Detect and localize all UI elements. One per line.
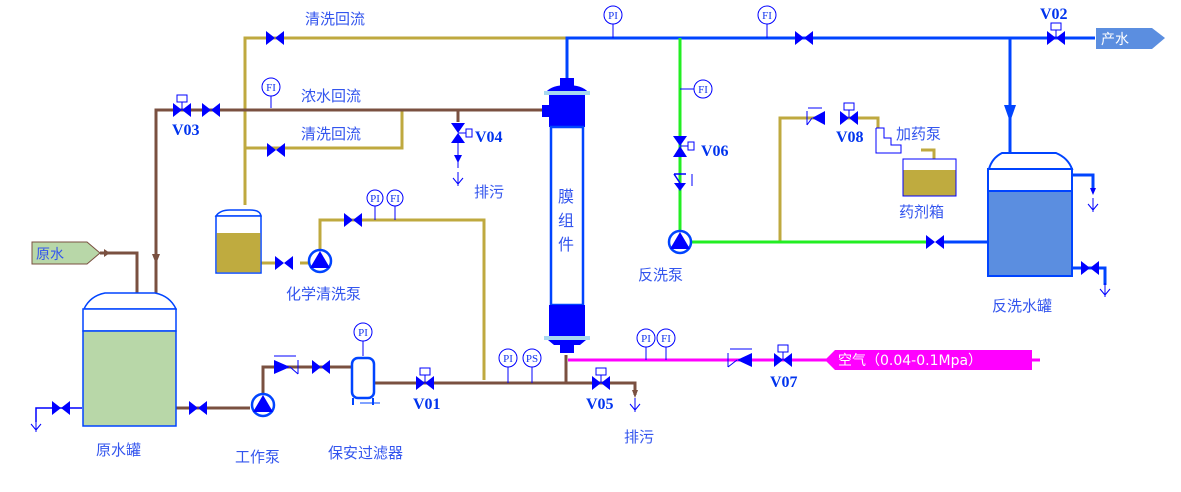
svg-text:FI: FI — [762, 10, 772, 22]
drain-icon — [452, 171, 464, 187]
raw-tank-label: 原水罐 — [96, 441, 141, 459]
drain-icon — [1087, 197, 1099, 213]
pi-gauge-air: PI — [636, 328, 656, 360]
pi-gauge-inlet: PI — [498, 348, 518, 383]
backwash-pump-icon[interactable] — [667, 229, 693, 255]
valve-v02[interactable] — [1046, 22, 1066, 46]
svg-text:PI: PI — [370, 193, 380, 205]
svg-text:FI: FI — [390, 193, 400, 205]
svg-text:原水: 原水 — [36, 247, 64, 263]
flow-arrow-icon — [632, 390, 638, 398]
fi-meter-product: FI — [757, 5, 777, 38]
valve-v04-label: V04 — [475, 129, 503, 146]
backwash-tank-label: 反洗水罐 — [992, 297, 1052, 315]
work-pump-icon[interactable] — [250, 392, 276, 418]
work-pump-label: 工作泵 — [235, 448, 280, 466]
air-inlet-tag: 空气（0.04-0.1Mpa） — [825, 350, 1032, 370]
valve-v06[interactable] — [673, 136, 695, 157]
ps-switch-inlet: PS — [522, 348, 542, 383]
chem-dosing-box — [902, 158, 957, 197]
backwash-pump-label: 反洗泵 — [638, 266, 683, 284]
fi-meter-backwash: FI — [680, 79, 713, 99]
product-water-outlet-tag: 产水 — [1096, 28, 1165, 49]
svg-text:PI: PI — [503, 353, 513, 365]
backwash-pipes — [678, 38, 930, 244]
svg-text:PI: PI — [641, 333, 651, 345]
valve-v07[interactable] — [773, 344, 793, 368]
valve-v03-secondary[interactable] — [202, 103, 220, 117]
dosing-check-valve-icon — [806, 107, 825, 126]
valve-v01[interactable] — [415, 367, 435, 391]
chem-clean-tank — [214, 209, 262, 274]
valve-v05[interactable] — [591, 367, 611, 391]
chem-line-valve[interactable] — [344, 213, 362, 227]
raw-water-inlet-tag: 原水 — [31, 241, 110, 265]
security-filter-label: 保安过滤器 — [328, 444, 403, 462]
fi-meter-concentrate: FI — [261, 77, 281, 108]
chem-clean-pump-icon[interactable] — [307, 248, 333, 274]
backwash-tank — [987, 152, 1074, 277]
pi-gauge-product: PI — [603, 5, 623, 38]
pi-gauge-filter: PI — [353, 322, 373, 356]
raw-water-tank — [82, 292, 178, 427]
flow-arrow-icon — [152, 254, 160, 264]
membrane-label-3: 件 — [558, 235, 574, 254]
svg-text:PI: PI — [608, 10, 618, 22]
valve-v06-label: V06 — [701, 143, 729, 160]
svg-text:FI: FI — [661, 333, 671, 345]
valve-v04[interactable] — [451, 123, 473, 143]
flow-arrow-icon — [1004, 105, 1016, 122]
valve-v03-label: V03 — [172, 122, 200, 139]
raw-tank-drain-pipe — [35, 407, 82, 422]
clean-return-top-label: 清洗回流 — [305, 10, 365, 28]
backwash-tank-drain-valve[interactable] — [1081, 261, 1099, 275]
chem-clean-pump-label: 化学清洗泵 — [286, 285, 361, 303]
svg-text:FI: FI — [698, 84, 708, 96]
filter-inlet-valve[interactable] — [312, 360, 330, 374]
valve-v01-label: V01 — [413, 396, 441, 413]
fi-meter-chem: FI — [386, 189, 404, 220]
flow-arrow-icon — [454, 155, 462, 163]
drain-v04-label: 排污 — [474, 183, 504, 201]
drain-icon — [30, 417, 42, 433]
backwash-check-valve-icon — [673, 173, 693, 191]
drain-icon — [629, 397, 641, 413]
chem-tank-outlet-valve[interactable] — [275, 256, 293, 270]
product-water-pipes — [565, 36, 1107, 285]
dosing-pump-icon[interactable] — [875, 127, 902, 154]
dosing-pump-label: 加药泵 — [896, 125, 941, 143]
drain-icon — [1099, 282, 1111, 298]
valve-v08-label: V08 — [836, 129, 864, 146]
membrane-label-2: 组 — [558, 211, 574, 230]
security-filter — [350, 356, 380, 405]
pi-gauge-chem: PI — [366, 189, 384, 220]
raw-tank-outlet-valve[interactable] — [189, 401, 207, 415]
valve-v08[interactable] — [839, 102, 859, 126]
fi-meter-air: FI — [656, 328, 676, 360]
valve-v07-label: V07 — [770, 374, 798, 391]
raw-tank-drain-valve[interactable] — [52, 401, 70, 415]
membrane-label-1: 膜 — [558, 187, 574, 206]
flow-arrow-icon — [1090, 188, 1096, 195]
concentrate-return-label: 浓水回流 — [301, 87, 361, 105]
check-valve-icon — [274, 355, 299, 375]
svg-text:PI: PI — [358, 327, 368, 339]
air-check-valve-icon — [727, 348, 752, 368]
product-line-valve[interactable] — [795, 31, 813, 45]
clean-return-mid-valve[interactable] — [267, 143, 285, 157]
svg-text:空气（0.04-0.1Mpa）: 空气（0.04-0.1Mpa） — [838, 353, 982, 369]
valve-v05-label: V05 — [586, 396, 614, 413]
membrane-module — [542, 78, 590, 353]
valve-v02-label: V02 — [1040, 6, 1068, 23]
svg-text:产水: 产水 — [1101, 32, 1129, 48]
clean-return-mid-label: 清洗回流 — [301, 125, 361, 143]
svg-text:FI: FI — [266, 82, 276, 94]
svg-text:PS: PS — [526, 353, 538, 365]
backwash-tank-outlet-valve[interactable] — [926, 235, 944, 249]
clean-return-top-valve[interactable] — [266, 31, 284, 45]
drain-v05-label: 排污 — [624, 428, 654, 446]
valve-v03[interactable] — [172, 94, 192, 118]
chem-box-label: 药剂箱 — [899, 203, 944, 221]
